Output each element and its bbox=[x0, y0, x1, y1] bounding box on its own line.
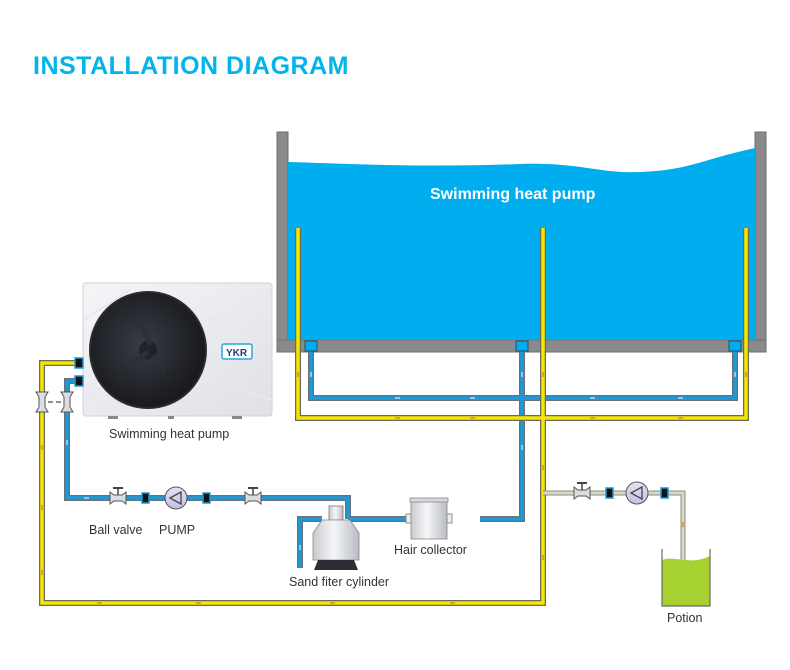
floor-outlet-right bbox=[728, 340, 742, 352]
potion-liquid bbox=[662, 556, 710, 606]
potion-container: Potion bbox=[661, 549, 711, 625]
floor-outlet-center bbox=[515, 340, 529, 352]
union-valve-cold[interactable] bbox=[56, 391, 74, 413]
swimming-pool: Swimming heat pump bbox=[276, 131, 767, 353]
heat-pump-label: Swimming heat pump bbox=[109, 427, 229, 441]
hot-water-pipes bbox=[39, 228, 749, 606]
ball-valve-label: Ball valve bbox=[89, 523, 143, 537]
potion-container-outline bbox=[661, 549, 711, 607]
main-drain-pipe bbox=[480, 350, 524, 521]
hot-outlet-port bbox=[74, 357, 84, 369]
cold-water-pipes bbox=[64, 350, 738, 568]
diagram-title: INSTALLATION DIAGRAM bbox=[33, 52, 349, 80]
pool-inlet-manifold bbox=[296, 228, 748, 420]
pump-label: PUMP bbox=[159, 523, 195, 537]
ball-valve-2[interactable] bbox=[244, 487, 262, 505]
heat-pump-unit: YKR Swimming heat pump bbox=[74, 282, 273, 441]
pipe-coupling bbox=[605, 487, 614, 499]
ball-valve-1[interactable] bbox=[109, 487, 127, 505]
hair-collector-label: Hair collector bbox=[394, 543, 467, 557]
sand-filter-cylinder: Sand fiter cylinder bbox=[289, 505, 389, 589]
pipe-coupling bbox=[660, 487, 669, 499]
pool-water bbox=[288, 148, 755, 340]
floor-outlet-left bbox=[304, 340, 318, 352]
circulation-pump[interactable] bbox=[164, 486, 188, 510]
potion-ball-valve[interactable] bbox=[573, 482, 591, 500]
brand-logo-badge bbox=[221, 343, 253, 360]
potion-pump[interactable] bbox=[625, 481, 649, 505]
pipe-coupling bbox=[141, 492, 150, 504]
heat-pump-outlet-pipe bbox=[40, 228, 545, 605]
brand-logo: YKR bbox=[226, 348, 248, 359]
cold-inlet-port bbox=[74, 375, 84, 387]
pool-wall-left bbox=[276, 131, 289, 353]
sand-filter-label: Sand fiter cylinder bbox=[289, 575, 389, 589]
pipe-coupling bbox=[202, 492, 211, 504]
potion-label: Potion bbox=[667, 611, 702, 625]
filter-drain-pipe bbox=[298, 517, 322, 568]
union-valve-hot[interactable] bbox=[35, 391, 53, 413]
hair-collector: Hair collector bbox=[394, 497, 467, 557]
pool-wall-right bbox=[754, 131, 767, 353]
pump-line-pipe bbox=[65, 379, 350, 519]
pool-label: Swimming heat pump bbox=[430, 186, 596, 203]
